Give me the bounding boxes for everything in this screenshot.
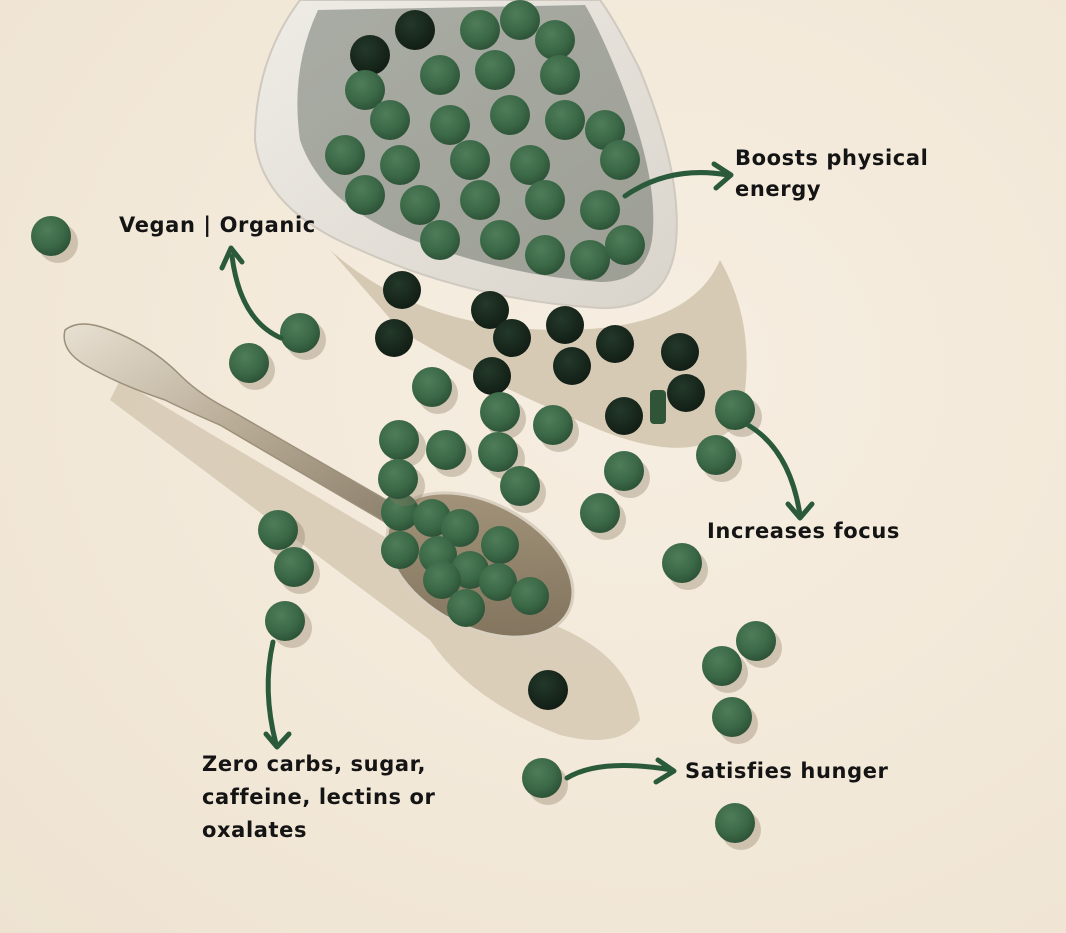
spoon-shadow xyxy=(110,380,640,740)
bowl-shadow xyxy=(330,250,747,448)
label-boosts-energy: Boosts physical energy xyxy=(735,146,929,201)
tablets-in-spoon xyxy=(381,493,549,627)
annotation-arrows xyxy=(219,161,815,785)
scattered-tablets xyxy=(31,216,782,850)
arrow-energy xyxy=(622,161,734,199)
arrow-focus xyxy=(745,422,815,521)
arrow-hunger xyxy=(564,757,677,785)
shadowed-tablets xyxy=(375,271,705,435)
label-zero-carbs: Zero carbs, sugar, caffeine, lectins or … xyxy=(202,752,436,842)
arrow-vegan xyxy=(219,245,284,341)
arrow-zero xyxy=(263,639,292,750)
label-increases-focus: Increases focus xyxy=(707,519,900,543)
tablets-in-bowl xyxy=(325,0,645,280)
label-satisfies-hunger: Satisfies hunger xyxy=(685,759,889,783)
label-vegan-organic: Vegan | Organic xyxy=(119,213,316,237)
